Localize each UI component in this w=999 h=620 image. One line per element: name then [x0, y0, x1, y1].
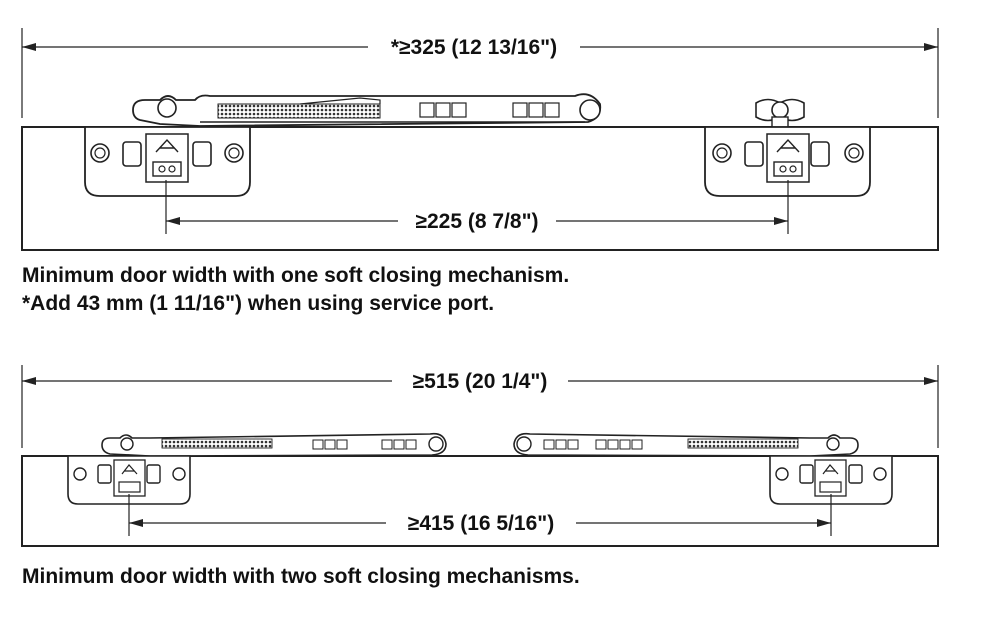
diagram-one: *≥325 (12 13/16")	[21, 28, 939, 251]
diagram-two: ≥515 (20 1/4")	[21, 365, 939, 547]
soft-close-mechanism-left	[101, 432, 447, 457]
hinge-dimension-label: ≥415 (16 5/16")	[408, 512, 554, 535]
caption-one-line-2: *Add 43 mm (1 11/16") when using service…	[22, 292, 495, 315]
caption-one-line-1: Minimum door width with one soft closing…	[22, 264, 570, 287]
caption-two-line-1: Minimum door width with two soft closing…	[22, 565, 580, 588]
soft-close-mechanism	[132, 93, 602, 127]
hinge-plate-left	[84, 126, 251, 197]
hinge-dimension-label: ≥225 (8 7/8")	[415, 210, 538, 233]
hinge-plate-right	[704, 98, 871, 197]
overall-dimension-label: *≥325 (12 13/16")	[391, 36, 557, 59]
soft-close-mechanism-right	[513, 432, 859, 457]
hinge-plate-left	[67, 455, 191, 505]
overall-dimension-label: ≥515 (20 1/4")	[413, 370, 548, 393]
